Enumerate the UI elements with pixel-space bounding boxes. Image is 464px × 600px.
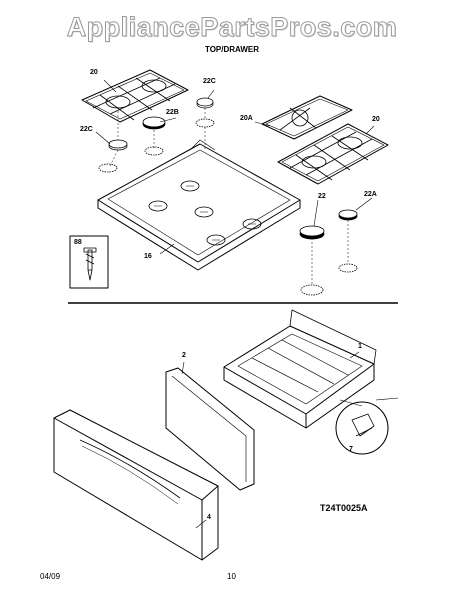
screw-88-box[interactable] (69, 235, 109, 289)
label-2: 2 (182, 352, 186, 359)
burner-cap-22[interactable] (299, 225, 325, 240)
label-22c-top: 22C (203, 78, 216, 85)
label-4: 4 (207, 514, 211, 521)
label-22c-left: 22C (80, 126, 93, 133)
label-22: 22 (318, 193, 326, 200)
burner-grate-left[interactable] (81, 69, 189, 123)
footer-date: 04/09 (40, 572, 61, 581)
burner-cap-22b[interactable] (142, 116, 166, 130)
label-20a: 20A (240, 115, 253, 122)
burner-cap-22c-left[interactable] (108, 139, 128, 151)
section-title: TOP/DRAWER (204, 45, 260, 54)
label-22a: 22A (364, 191, 377, 198)
label-16: 16 (144, 253, 152, 260)
label-20-right: 20 (372, 116, 380, 123)
label-88: 88 (74, 239, 82, 246)
drawer-clip-7[interactable] (335, 397, 399, 455)
burner-grate-20a[interactable] (261, 95, 353, 140)
label-7: 7 (349, 446, 353, 453)
main-top-16[interactable] (97, 139, 301, 271)
burner-grate-right[interactable] (277, 123, 389, 185)
label-22b: 22B (166, 109, 179, 116)
drawer-1[interactable] (223, 309, 377, 429)
drawer-panel-2[interactable] (165, 367, 255, 491)
label-20-left: 20 (90, 69, 98, 76)
burner-cap-22a[interactable] (338, 209, 358, 221)
diagram-code: T24T0025A (320, 503, 368, 513)
drawer-front-4[interactable] (53, 409, 219, 561)
footer-page-number: 10 (227, 572, 236, 581)
label-1: 1 (358, 343, 362, 350)
watermark-text: AppliancePartsPros.com (66, 12, 398, 43)
